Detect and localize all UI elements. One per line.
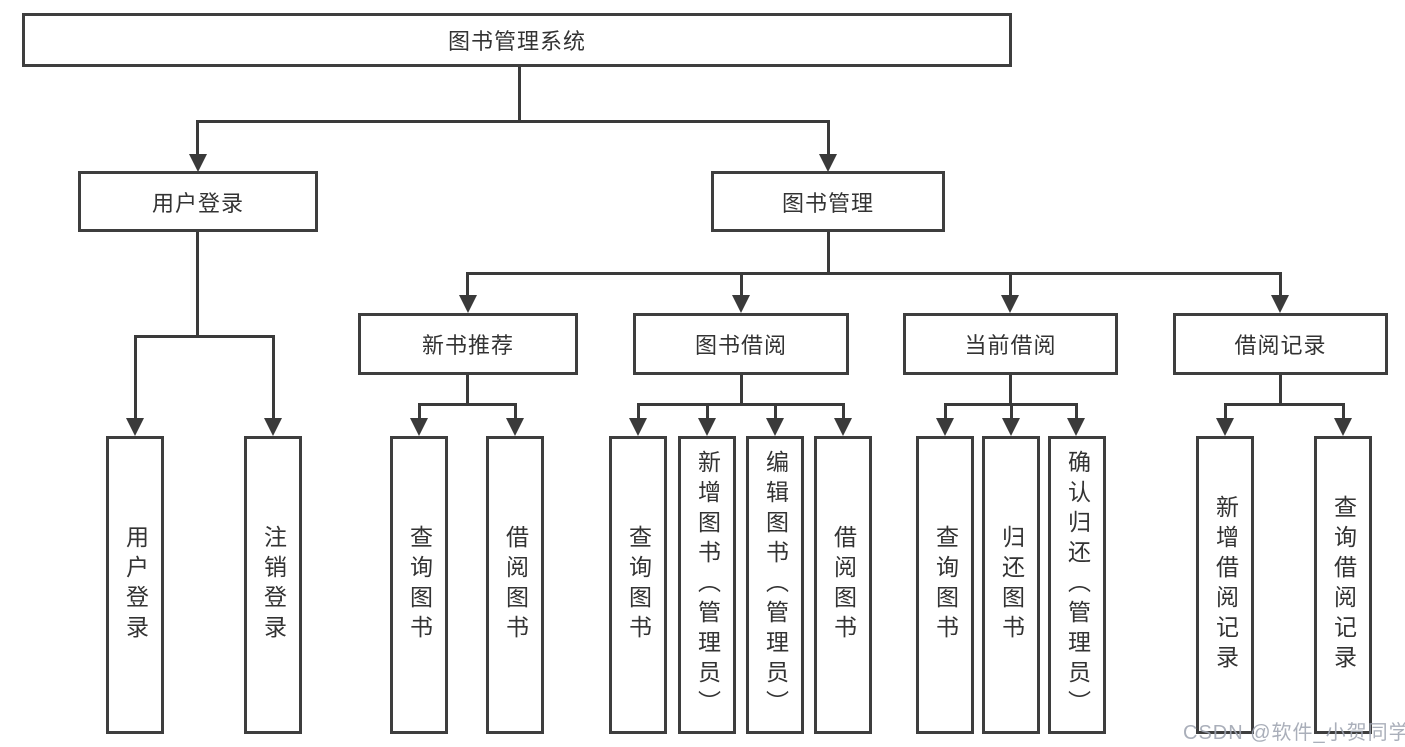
arrowhead-down-icon [1001,295,1019,313]
connector-line [740,375,743,403]
connector-line [1224,403,1345,406]
arrowhead-down-icon [819,154,837,172]
node-label: 新书推荐 [421,333,514,358]
leaf-label: 查询图书 [932,525,959,645]
connector-line [1342,403,1345,421]
node-book-borrowing: 图书借阅 [633,313,849,375]
arrowhead-down-icon [936,418,954,436]
connector-line [944,403,947,421]
connector-line [706,403,709,421]
arrowhead-down-icon [698,418,716,436]
connector-line [272,335,275,420]
connector-line [196,232,199,335]
arrowhead-down-icon [126,418,144,436]
arrowhead-down-icon [410,418,428,436]
leaf-label: 归还图书 [998,525,1025,645]
leaf-logout-login: 注销登录 [244,436,302,734]
connector-line [466,375,469,403]
leaf-edit-books-admin: 编辑图书（管理员） [746,436,804,734]
leaf-return-books: 归还图书 [982,436,1040,734]
arrowhead-down-icon [1271,295,1289,313]
arrowhead-down-icon [766,418,784,436]
arrowhead-down-icon [834,418,852,436]
leaf-label: 查询图书 [406,525,433,645]
leaf-label: 借阅图书 [502,525,529,645]
csdn-watermark: CSDN @软件_小贺同学 [1183,722,1405,744]
arrowhead-down-icon [732,295,750,313]
connector-line [196,120,830,123]
leaf-label: 查询借阅记录 [1330,495,1357,675]
connector-line [418,403,517,406]
node-label: 用户登录 [151,190,244,216]
leaf-label: 借阅图书 [830,525,857,645]
connector-line [637,403,640,421]
connector-line [1075,403,1078,421]
leaf-label: 新增图书（管理员） [694,450,721,720]
connector-line [1009,375,1012,403]
leaf-user-login: 用户登录 [106,436,164,734]
leaf-borrow-books-recommend: 借阅图书 [486,436,544,734]
connector-line [637,403,845,406]
leaf-label: 编辑图书（管理员） [762,450,789,720]
node-current-borrowing: 当前借阅 [903,313,1118,375]
arrowhead-down-icon [1334,418,1352,436]
connector-line [1009,272,1012,298]
arrowhead-down-icon [459,295,477,313]
connector-line [134,335,275,338]
leaf-label: 注销登录 [260,525,287,645]
connector-line [514,403,517,421]
leaf-add-borrow-record: 新增借阅记录 [1196,436,1254,734]
connector-line [466,272,469,298]
connector-line [1224,403,1227,421]
arrowhead-down-icon [189,154,207,172]
node-label: 图书借阅 [694,333,787,358]
connector-line [518,66,521,120]
arrowhead-down-icon [264,418,282,436]
node-library-system: 图书管理系统 [22,13,1012,67]
arrowhead-down-icon [506,418,524,436]
connector-line [466,272,1281,275]
leaf-borrow-books-borrowing: 借阅图书 [814,436,872,734]
arrowhead-down-icon [629,418,647,436]
node-label: 当前借阅 [964,333,1057,358]
arrowhead-down-icon [1216,418,1234,436]
connector-line [1279,272,1282,298]
node-book-management: 图书管理 [711,171,945,232]
leaf-query-books-recommend: 查询图书 [390,436,448,734]
leaf-query-borrow-record: 查询借阅记录 [1314,436,1372,734]
leaf-query-books-current: 查询图书 [916,436,974,734]
node-user-login-branch: 用户登录 [78,171,318,232]
connector-line [774,403,777,421]
leaf-label: 查询图书 [625,525,652,645]
node-borrowing-records: 借阅记录 [1173,313,1388,375]
leaf-label: 确认归还（管理员） [1064,450,1091,720]
arrowhead-down-icon [1002,418,1020,436]
leaf-confirm-return-admin: 确认归还（管理员） [1048,436,1106,734]
connector-line [740,272,743,298]
connector-line [1010,403,1013,421]
connector-line [1279,375,1282,403]
connector-line [842,403,845,421]
leaf-label: 新增借阅记录 [1212,495,1239,675]
node-label: 借阅记录 [1234,333,1327,358]
connector-line [134,335,137,420]
arrowhead-down-icon [1067,418,1085,436]
connector-line [827,120,830,158]
node-label: 图书管理 [781,190,874,216]
connector-line [196,120,199,158]
leaf-add-books-admin: 新增图书（管理员） [678,436,736,734]
node-label: 图书管理系统 [447,29,586,54]
leaf-query-books-borrowing: 查询图书 [609,436,667,734]
connector-line [418,403,421,421]
node-new-book-recommendation: 新书推荐 [358,313,578,375]
connector-line [827,232,830,272]
leaf-label: 用户登录 [122,525,149,645]
